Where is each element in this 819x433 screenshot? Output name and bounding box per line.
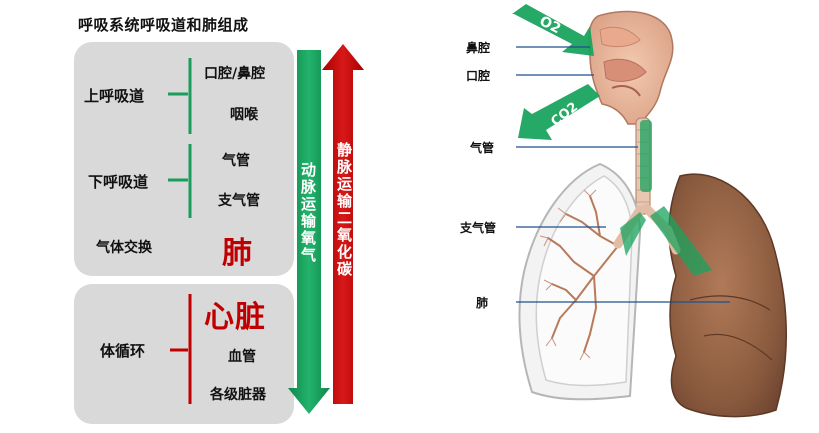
lung-organ-label: 肺 [222,236,253,271]
lower-tract-item-trachea: 气管 [222,153,250,169]
label-trachea: 气管 [470,141,495,155]
vein-arrow-label: 静脉运输二氧化碳 [335,142,353,278]
upper-tract-item-mouth-nose: 口腔/鼻腔 [204,66,266,82]
label-lung: 肺 [476,296,489,310]
o2-inflow-arrow [512,4,594,56]
artery-arrow [288,50,330,414]
label-oral-cavity: 口腔 [466,69,491,83]
upper-tract-label: 上呼吸道 [84,87,145,105]
upper-tract-item-throat: 咽喉 [230,107,258,123]
circulation-item-vessels: 血管 [228,349,256,365]
label-bronchi: 支气管 [460,221,497,235]
o2-branch-arrow [620,212,646,256]
diagram-title: 呼吸系统呼吸道和肺组成 [78,16,249,34]
artery-arrow-label: 动脉运输氧气 [299,162,317,264]
right-lung [668,173,787,418]
gas-exchange-label: 气体交换 [96,240,152,256]
label-nasal-cavity: 鼻腔 [466,41,491,55]
circulation-item-heart: 心脏 [204,300,266,335]
circulation-panel [74,284,294,424]
co2-outflow-arrow [518,84,600,140]
lower-tract-label: 下呼吸道 [88,173,149,191]
respiratory-tract-panel [74,42,294,276]
circulation-item-organs: 各级脏器 [210,387,266,403]
o2-branch-arrow-right [650,206,712,276]
lower-tract-item-bronchi: 支气管 [218,193,260,209]
circulation-label: 体循环 [100,342,146,360]
o2-trachea-channel [640,120,652,192]
vein-arrow [322,44,364,404]
pointer-lines [516,46,730,303]
